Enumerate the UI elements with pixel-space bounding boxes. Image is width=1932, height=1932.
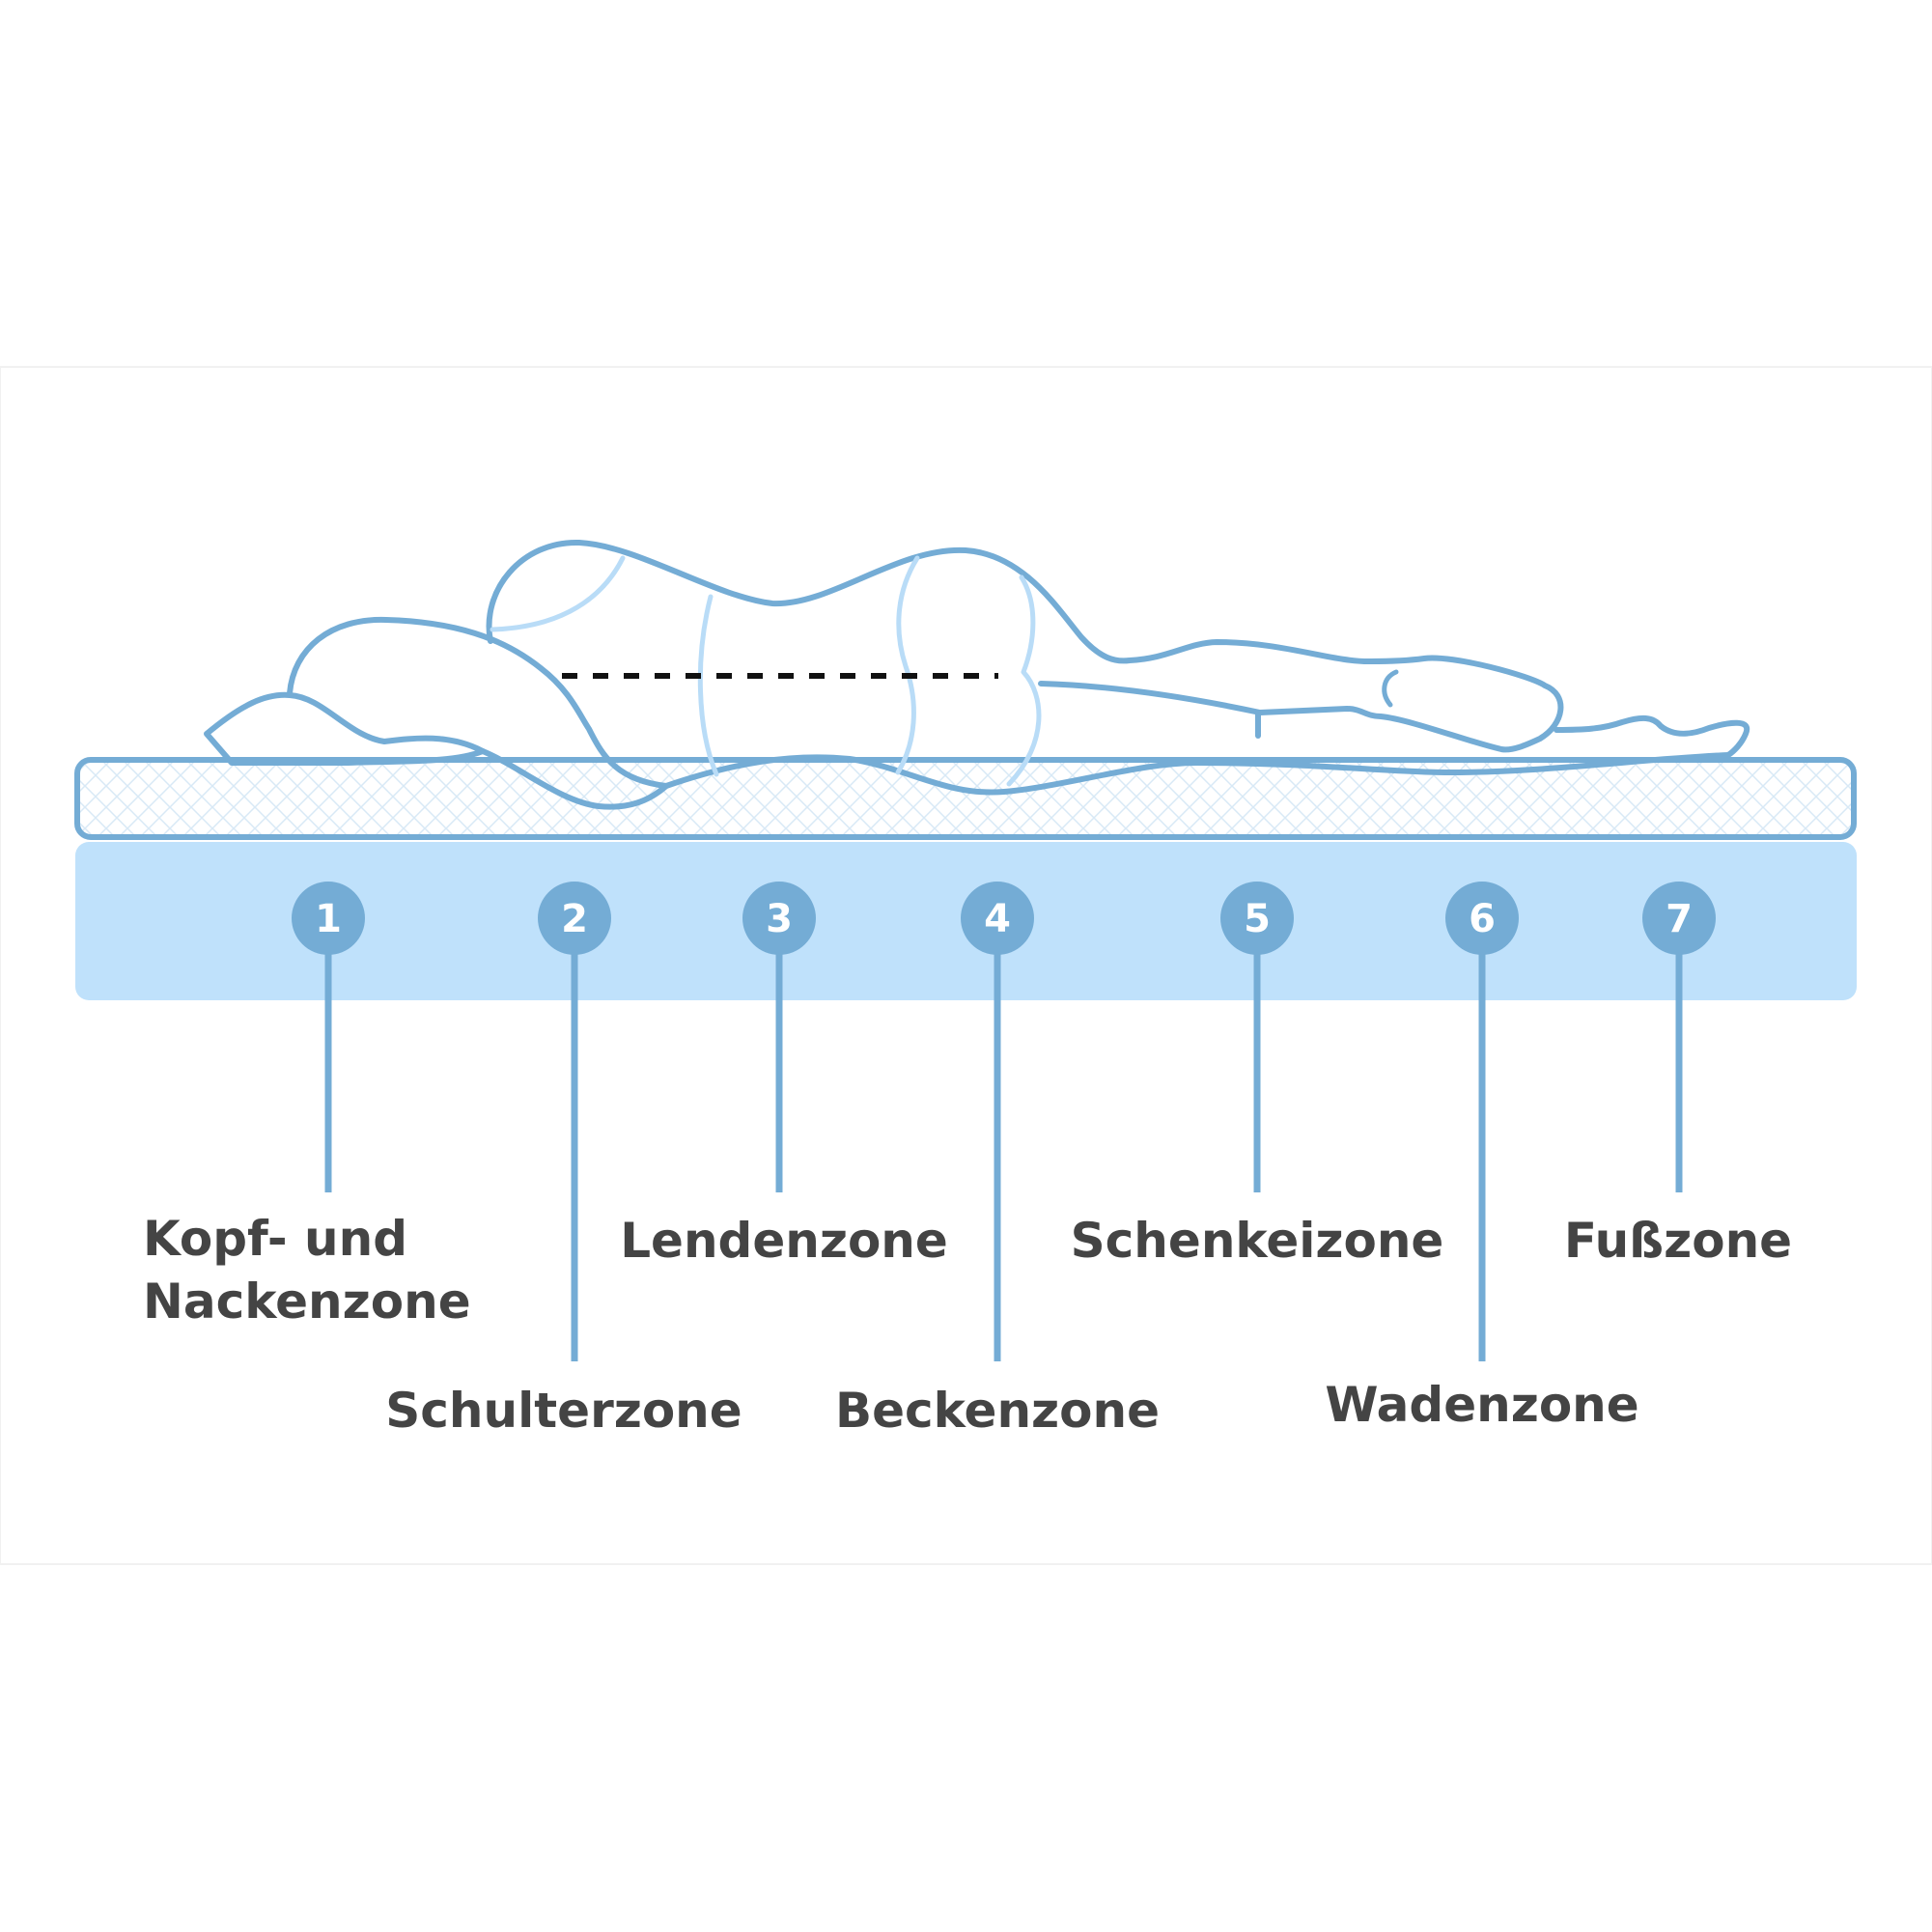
head-outline [287,616,669,789]
zone-number: 7 [1666,897,1693,941]
arm-outline [480,748,669,810]
sleeper-figure [204,539,1750,810]
zone-number-badge [538,882,611,955]
zone-number-badge [292,882,365,955]
contour-shoulder [490,555,626,632]
zone-number-badge [1220,882,1294,955]
zone-number-badge [742,882,816,955]
zone-number-badge [1445,882,1519,955]
contour-hip [895,555,920,775]
zone-number: 6 [1469,897,1496,941]
contour-buttock [1006,574,1042,787]
mattress-topper [74,757,1857,840]
zone-label: Schulterzone [385,1383,742,1439]
zone-label: Fußzone [1564,1213,1792,1269]
zone-number: 5 [1244,897,1271,941]
zone-label: Lendenzone [620,1213,948,1269]
zone-number: 4 [984,897,1011,941]
zone-label: Nackenzone [143,1274,471,1330]
zone-number: 1 [315,897,342,941]
zone-number-badge [961,882,1034,955]
pillow-outline [204,691,486,766]
zone-number: 2 [561,897,588,941]
zone-number-badge [1642,882,1716,955]
feet-outline [1554,714,1750,758]
thigh-outline [1038,681,1263,715]
hand-detail [1382,669,1399,708]
zone-label: Schenkeizone [1071,1213,1444,1269]
zone-label: Beckenzone [835,1383,1160,1439]
zone-label: Kopf- und [143,1211,407,1267]
zone-label: Wadenzone [1325,1377,1638,1433]
body-underside [663,752,1731,796]
back-outline [486,539,1564,753]
zone-number: 3 [766,897,793,941]
contour-waist [697,594,719,777]
